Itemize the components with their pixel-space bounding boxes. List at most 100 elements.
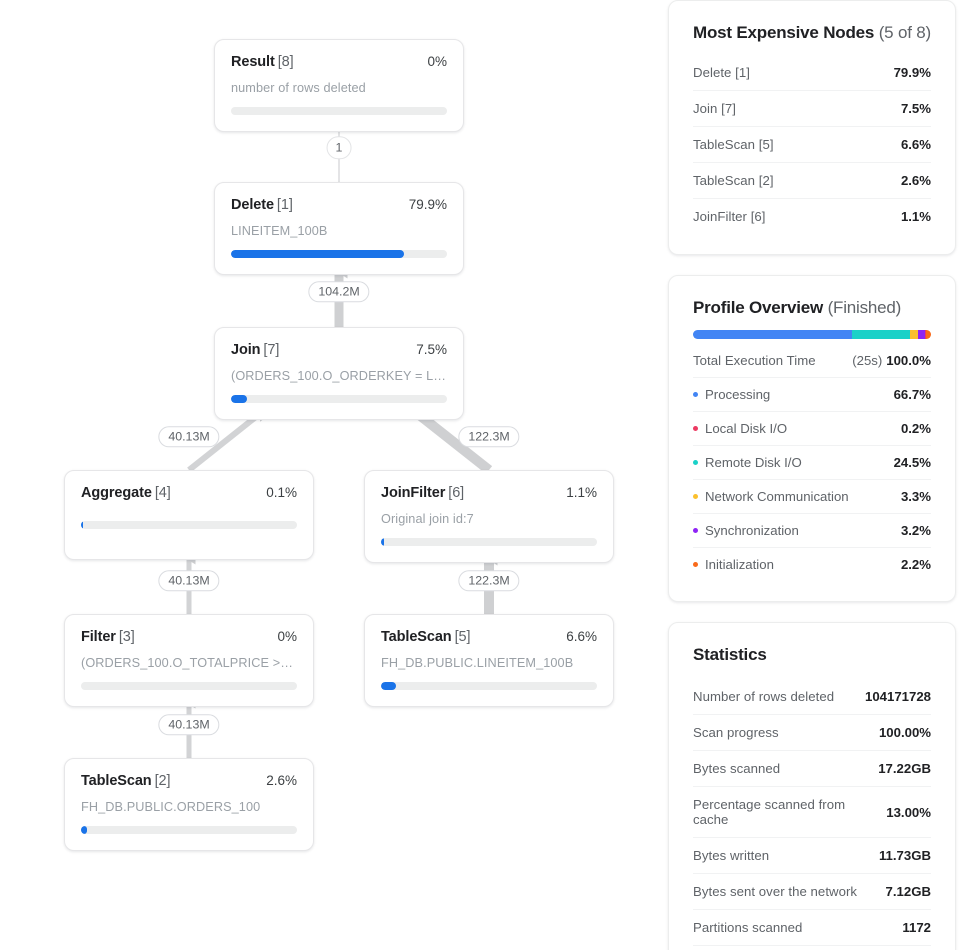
- statistic-value: 7.12GB: [885, 884, 931, 899]
- table-row: Number of rows deleted 104171728: [693, 679, 931, 714]
- node-op-name: Delete: [231, 197, 274, 213]
- statistics-list: Number of rows deleted 104171728 Scan pr…: [693, 679, 931, 950]
- bar-segment-remote-disk: [851, 330, 911, 339]
- graph-node-join[interactable]: Join[7] 7.5% (ORDERS_100.O_ORDERKEY = LI…: [214, 327, 464, 420]
- panel-title-count: (5 of 8): [878, 23, 931, 42]
- edge-label-rows-delete: 104.2M: [308, 281, 370, 303]
- legend-label: Network Communication: [705, 489, 849, 504]
- legend-item-local-disk-io[interactable]: Local Disk I/O 0.2%: [693, 411, 931, 445]
- expensive-node-label: Join [7]: [693, 101, 736, 116]
- statistic-label: Percentage scanned from cache: [693, 797, 846, 827]
- statistic-label: Scan progress: [693, 725, 779, 740]
- legend-item-remote-disk-io[interactable]: Remote Disk I/O 24.5%: [693, 445, 931, 479]
- expensive-node-label: JoinFilter [6]: [693, 209, 766, 224]
- node-op-name: TableScan: [381, 629, 452, 645]
- node-progress-track: [231, 107, 447, 115]
- node-op-name: Filter: [81, 629, 116, 645]
- expensive-node-value: 2.6%: [900, 173, 931, 188]
- legend-item-processing[interactable]: Processing 66.7%: [693, 377, 931, 411]
- graph-node-joinfilter[interactable]: JoinFilter[6] 1.1% Original join id:7: [364, 470, 614, 563]
- graph-node-tablescan-5[interactable]: TableScan[5] 6.6% FH_DB.PUBLIC.LINEITEM_…: [364, 614, 614, 707]
- table-row: Bytes sent over the network 7.12GB: [693, 873, 931, 909]
- node-op-name: Result: [231, 54, 275, 70]
- node-subtitle: FH_DB.PUBLIC.LINEITEM_100B: [381, 656, 574, 670]
- statistic-label: Bytes scanned: [693, 761, 781, 776]
- legend-left: Processing: [693, 387, 770, 402]
- edge-aggregate-to-join: [187, 407, 272, 473]
- graph-node-result[interactable]: Result[8] 0% number of rows deleted: [214, 39, 464, 132]
- legend-left: Synchronization: [693, 523, 799, 538]
- table-row: Partitions total 1172: [693, 945, 931, 950]
- graph-node-aggregate[interactable]: Aggregate[4] 0.1%: [64, 470, 314, 560]
- list-item[interactable]: Join [7] 7.5%: [693, 90, 931, 126]
- edge-label-rows-joinfilter-out: 122.3M: [458, 426, 520, 448]
- edge-joinfilter-to-join: [408, 396, 493, 474]
- statistics-panel: Statistics Number of rows deleted 104171…: [668, 622, 956, 950]
- node-title: TableScan[5]: [381, 629, 470, 645]
- statistic-value: 17.22GB: [878, 761, 931, 776]
- graph-node-filter[interactable]: Filter[3] 0% (ORDERS_100.O_TOTALPRICE >=…: [64, 614, 314, 707]
- edge-label-rows-aggregate-out: 40.13M: [158, 426, 220, 448]
- panel-title-text: Statistics: [693, 645, 767, 664]
- statistic-value: 104171728: [864, 689, 931, 704]
- node-subtitle: Original join id:7: [381, 512, 474, 526]
- node-header: TableScan[5] 6.6%: [381, 629, 597, 645]
- node-op-name: JoinFilter: [381, 485, 446, 501]
- node-progress-track: [381, 538, 597, 546]
- node-subtitle: number of rows deleted: [231, 81, 366, 95]
- panel-title-expensive-nodes: Most Expensive Nodes (5 of 8): [693, 23, 931, 43]
- legend-left: Network Communication: [693, 489, 849, 504]
- list-item[interactable]: JoinFilter [6] 1.1%: [693, 198, 931, 234]
- panel-title-text: Profile Overview: [693, 298, 824, 317]
- graph-node-delete[interactable]: Delete[1] 79.9% LINEITEM_100B: [214, 182, 464, 275]
- statistic-value: 11.73GB: [878, 848, 931, 863]
- node-title: Delete[1]: [231, 197, 293, 213]
- statistic-value: 100.00%: [878, 725, 931, 740]
- panel-title-statistics: Statistics: [693, 645, 931, 665]
- list-item[interactable]: TableScan [2] 2.6%: [693, 162, 931, 198]
- statistic-label: Bytes sent over the network: [693, 884, 858, 899]
- node-percent: 7.5%: [416, 342, 447, 357]
- table-row: Bytes written 11.73GB: [693, 837, 931, 873]
- node-percent: 0%: [427, 54, 447, 69]
- statistic-label: Number of rows deleted: [693, 689, 835, 704]
- legend-left: Initialization: [693, 557, 774, 572]
- node-index: [2]: [154, 773, 171, 789]
- node-header: JoinFilter[6] 1.1%: [381, 485, 597, 501]
- side-panels: Most Expensive Nodes (5 of 8) Delete [1]…: [668, 0, 956, 950]
- legend-item-network-communication[interactable]: Network Communication 3.3%: [693, 479, 931, 513]
- edge-label-rows-tablescan5-out: 122.3M: [458, 570, 520, 592]
- node-index: [5]: [454, 629, 471, 645]
- panel-title-text: Most Expensive Nodes: [693, 23, 875, 42]
- node-header: Join[7] 7.5%: [231, 342, 447, 358]
- edge-label-rows-result: 1: [326, 136, 352, 160]
- bar-segment-processing: [693, 330, 852, 339]
- total-execution-time-percent: 100.0%: [886, 353, 931, 368]
- graph-node-tablescan-2[interactable]: TableScan[2] 2.6% FH_DB.PUBLIC.ORDERS_10…: [64, 758, 314, 851]
- node-progress-fill: [381, 538, 384, 546]
- legend-dot-icon: [693, 562, 698, 567]
- legend-value: 2.2%: [900, 557, 931, 572]
- node-subtitle: (ORDERS_100.O_ORDERKEY = LINEITEM...: [231, 369, 447, 383]
- node-title: JoinFilter[6]: [381, 485, 464, 501]
- node-op-name: Join: [231, 342, 261, 358]
- node-percent: 0.1%: [266, 485, 297, 500]
- legend-item-initialization[interactable]: Initialization 2.2%: [693, 547, 931, 581]
- total-execution-time-duration: (25s): [852, 353, 883, 368]
- node-progress-fill: [231, 395, 248, 403]
- legend-value: 3.2%: [900, 523, 931, 538]
- node-index: [3]: [118, 629, 135, 645]
- legend-dot-icon: [693, 494, 698, 499]
- legend-value: 66.7%: [893, 387, 931, 402]
- most-expensive-nodes-panel: Most Expensive Nodes (5 of 8) Delete [1]…: [668, 0, 956, 255]
- node-header: Result[8] 0%: [231, 54, 447, 70]
- statistic-label: Bytes written: [693, 848, 770, 863]
- list-item[interactable]: TableScan [5] 6.6%: [693, 126, 931, 162]
- node-header: TableScan[2] 2.6%: [81, 773, 297, 789]
- legend-item-synchronization[interactable]: Synchronization 3.2%: [693, 513, 931, 547]
- table-row: Bytes scanned 17.22GB: [693, 750, 931, 786]
- node-subtitle: LINEITEM_100B: [231, 224, 328, 238]
- bar-segment-network: [910, 330, 918, 339]
- list-item[interactable]: Delete [1] 79.9%: [693, 55, 931, 90]
- node-index: [6]: [448, 485, 465, 501]
